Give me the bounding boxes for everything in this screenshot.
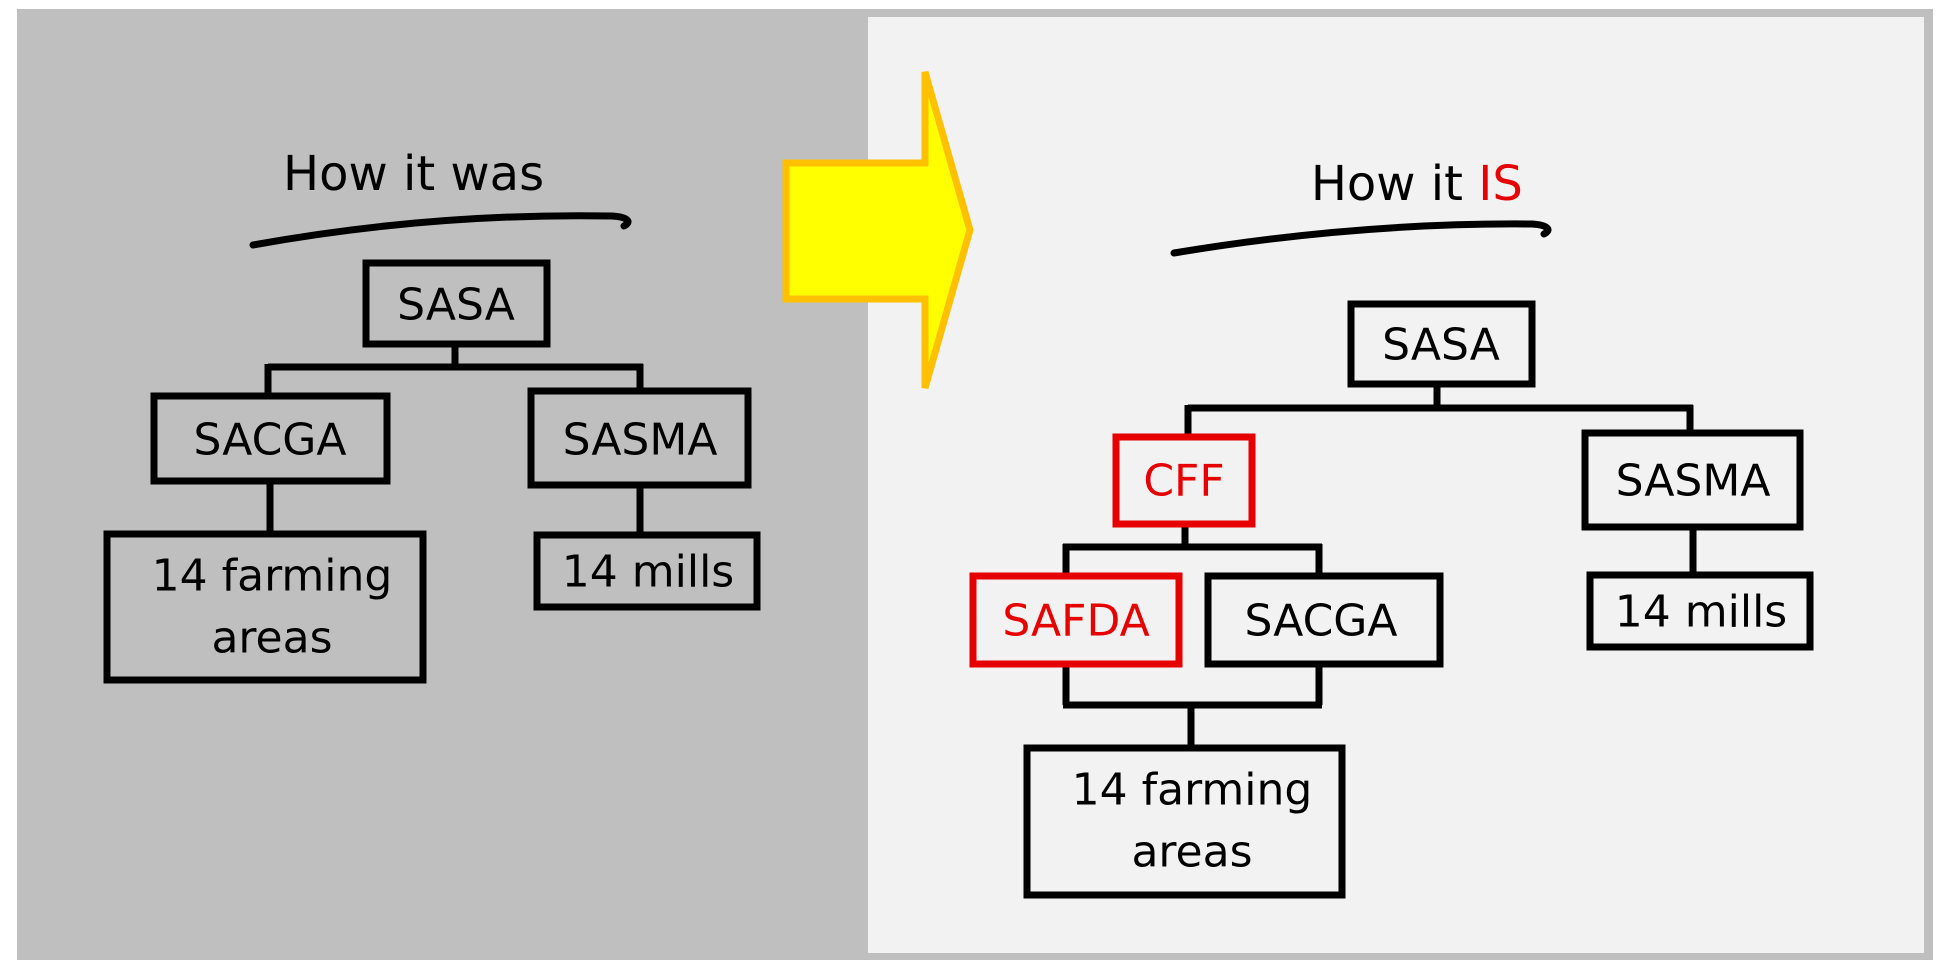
after-node-sasma-label: SASMA	[1616, 456, 1771, 507]
before-node-sasma: SASMA	[527, 387, 752, 489]
before-node-farming-areas: 14 farming areas	[103, 530, 427, 684]
before-node-sacga-label: SACGA	[194, 415, 347, 466]
before-node-sasa: SASA	[362, 259, 551, 348]
before-section: How it was SASA SACGA SASMA 14 farming a…	[103, 146, 761, 684]
after-connector-root	[1184, 387, 1694, 435]
before-node-farming-line2: areas	[211, 613, 332, 664]
after-connector-to-farming	[1062, 667, 1323, 745]
after-node-cff-label: CFF	[1143, 456, 1224, 507]
right-arrow-icon	[782, 71, 974, 389]
after-title-prefix: How it	[1311, 156, 1478, 212]
after-title: How it IS	[1204, 156, 1599, 212]
after-node-farming-line1: 14 farming	[1072, 765, 1313, 816]
after-node-farming-areas: 14 farming areas	[1023, 744, 1346, 899]
before-node-sasma-label: SASMA	[563, 415, 718, 466]
after-node-cff: CFF	[1112, 433, 1256, 528]
after-node-sasa: SASA	[1347, 300, 1536, 388]
after-node-sacga: SACGA	[1204, 572, 1444, 668]
after-connector-cff	[1062, 527, 1323, 573]
after-node-sasa-label: SASA	[1382, 320, 1500, 371]
after-node-safda: SAFDA	[969, 572, 1183, 668]
before-node-sacga: SACGA	[150, 392, 391, 485]
before-title-underline	[249, 212, 632, 249]
after-section: How it IS SASA CFF SASMA SAFDA SACGA	[969, 156, 1814, 899]
before-connector-root	[264, 347, 644, 393]
after-title-underline	[1170, 220, 1552, 257]
after-node-mills-label: 14 mills	[1615, 587, 1787, 638]
after-node-sacga-label: SACGA	[1245, 596, 1398, 647]
before-node-mills: 14 mills	[533, 531, 761, 611]
after-panel	[868, 17, 1924, 953]
after-node-sasma: SASMA	[1581, 429, 1804, 531]
before-node-sasa-label: SASA	[397, 280, 515, 331]
after-title-highlight: IS	[1478, 156, 1523, 212]
before-node-farming-line1: 14 farming	[152, 551, 393, 602]
before-title: How it was	[283, 146, 544, 202]
after-node-farming-line2: areas	[1131, 827, 1252, 878]
after-node-safda-label: SAFDA	[1002, 596, 1149, 647]
after-node-mills: 14 mills	[1586, 571, 1814, 651]
before-node-mills-label: 14 mills	[562, 547, 734, 598]
